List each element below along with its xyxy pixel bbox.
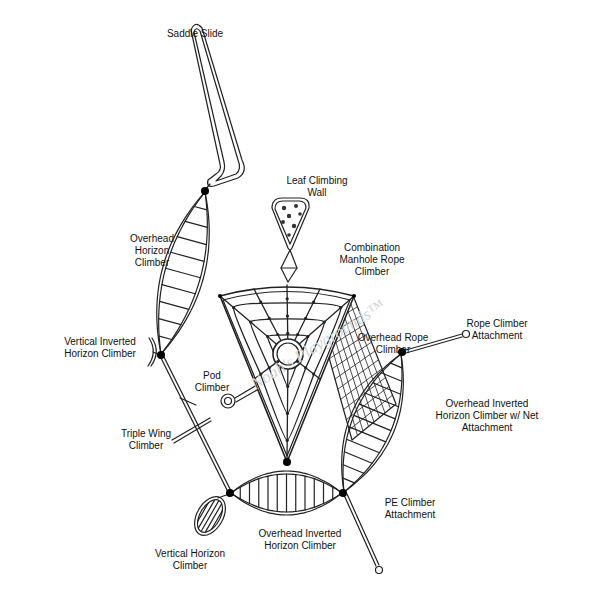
climber-rung <box>343 465 364 473</box>
pe-climber-attachment <box>344 494 383 574</box>
climber-rung <box>391 363 402 368</box>
post <box>339 489 347 497</box>
part-label: Saddle Slide <box>155 28 235 40</box>
part-label: Vertical Inverted Horizon Climber <box>55 336 145 360</box>
climber-rung <box>314 479 315 508</box>
overhead-inverted-horizon-climber <box>231 471 342 515</box>
watermark: Noah's Playgrounds™ <box>247 296 388 395</box>
climber-rung <box>304 476 305 510</box>
climber-rung <box>160 301 189 309</box>
climber-rung <box>343 478 354 483</box>
climber-rung <box>185 221 207 227</box>
part-label: Vertical Horizon Climber <box>146 548 234 572</box>
climber-rail <box>161 192 209 354</box>
part-label: Triple Wing Climber <box>115 428 177 452</box>
climber-rung <box>286 474 287 512</box>
saddle-slide <box>191 24 244 190</box>
vertical-horizon-climber <box>188 491 232 540</box>
climber-rung <box>159 319 181 325</box>
part-label: Leaf Climbing Wall <box>280 175 355 199</box>
post <box>283 458 291 466</box>
climber-rung <box>258 479 259 508</box>
climber-rung <box>347 439 380 453</box>
part-label: Overhead Horizon Climber <box>126 233 178 269</box>
part-label: Pod Climber <box>192 370 232 394</box>
climber-rung <box>344 452 372 463</box>
climber-rung <box>267 476 268 510</box>
climber-rail <box>161 192 207 354</box>
climber-rung <box>295 475 296 512</box>
climber-rung <box>277 475 278 512</box>
part-label: Rope Climber Attachment <box>463 318 531 342</box>
climber-rung <box>240 487 241 499</box>
leaf-climbing-wall <box>272 198 309 282</box>
post <box>157 351 165 359</box>
climber-rung <box>332 487 333 499</box>
climber-rung <box>177 237 206 245</box>
part-label: Overhead Rope Climber <box>354 332 432 356</box>
part-label: Overhead Inverted Horizon Climber <box>253 528 348 552</box>
vertical-horizon-hatch <box>195 497 226 534</box>
overhead-horizon-climber <box>157 192 209 354</box>
post <box>226 489 234 497</box>
climber-rung <box>159 336 172 339</box>
part-label: PE Climber Attachment <box>379 497 441 521</box>
climber-rung <box>166 268 201 277</box>
climber-rail <box>159 192 205 354</box>
triple-wing-climber <box>160 355 231 492</box>
climber-rung <box>249 482 250 503</box>
climber-rung <box>194 207 207 210</box>
climber-rung <box>350 427 386 442</box>
climber-rail <box>157 192 205 354</box>
vertical-inverted-horizon-climber <box>148 338 160 366</box>
climber-rung <box>171 252 204 261</box>
post <box>218 294 222 298</box>
climber-rung <box>162 285 195 294</box>
part-label: Combination Manhole Rope Climber <box>337 242 407 278</box>
post <box>352 294 356 298</box>
part-label: Overhead Inverted Horizon Climber w/ Net… <box>430 398 545 434</box>
post <box>201 187 209 195</box>
climber-rung <box>323 482 324 503</box>
